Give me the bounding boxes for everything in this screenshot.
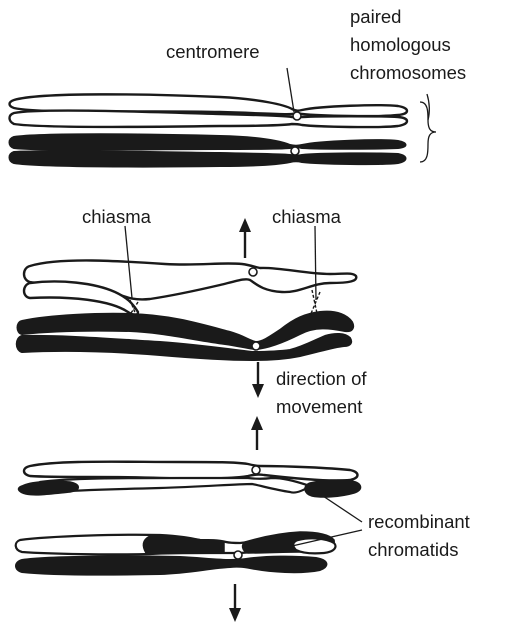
arrow-down-stage2 (252, 362, 264, 398)
lower-black-middle-segment (143, 536, 224, 553)
arrow-down-stage3 (229, 584, 241, 622)
stage-recombinant-chromatids (16, 462, 362, 575)
white-homolog (10, 94, 408, 127)
centromere-black (291, 147, 299, 155)
centromere-white-stage2 (249, 268, 257, 276)
lower-black-chromatid (16, 556, 326, 574)
centromere-lower-stage3 (234, 551, 242, 559)
label-recombinant: recombinant (368, 511, 470, 532)
black-chromatid-lower (10, 151, 406, 166)
label-paired: paired (350, 6, 401, 27)
black-chromatid-upper (10, 134, 406, 149)
centromere-black-stage2 (252, 342, 260, 350)
arrow-up-stage3 (251, 416, 263, 450)
homologous-pair-brace (420, 102, 436, 162)
centromere-leader-line (287, 68, 294, 112)
stage-chiasma (17, 226, 357, 360)
label-centromere: centromere (166, 41, 260, 62)
upper-black-left-segment (19, 481, 79, 495)
centromere-upper-stage3 (252, 466, 260, 474)
label-chromosomes: chromosomes (350, 62, 466, 83)
arrow-up-stage2 (239, 218, 251, 258)
label-chiasma-left: chiasma (82, 206, 152, 227)
label-direction-of: direction of (276, 368, 367, 389)
upper-mixed-chromatid (39, 478, 310, 493)
label-movement: movement (276, 396, 362, 417)
upper-black-right-segment (305, 480, 361, 497)
centromere-white (293, 112, 301, 120)
label-chiasma-right: chiasma (272, 206, 342, 227)
label-chromatids: chromatids (368, 539, 458, 560)
black-homolog (10, 134, 406, 166)
chiasma-right-leader-line (315, 226, 316, 300)
label-homologous: homologous (350, 34, 451, 55)
